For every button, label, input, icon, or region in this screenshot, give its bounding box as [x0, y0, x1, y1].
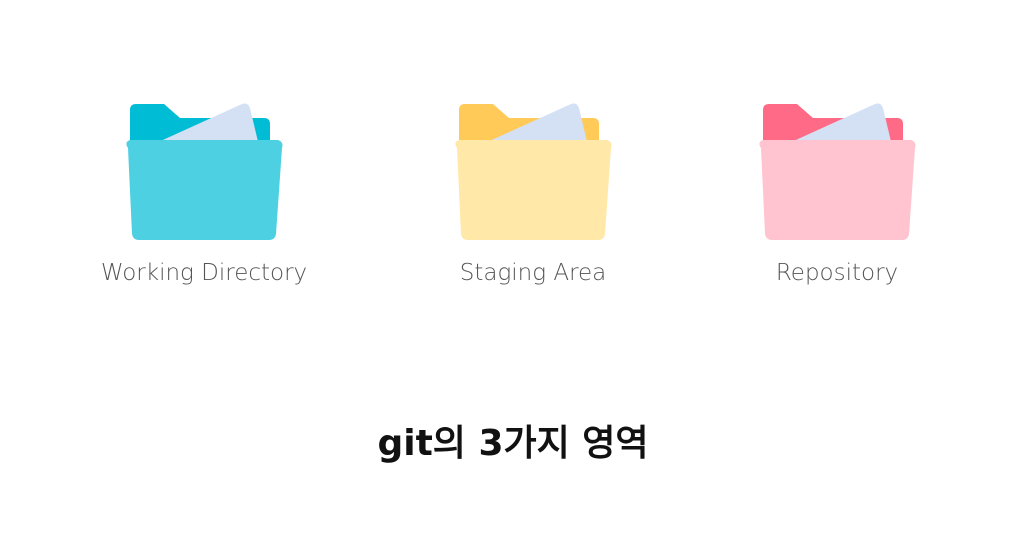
- folder-front: [126, 140, 283, 240]
- folder-label: Staging Area: [459, 260, 607, 286]
- folder-paper: [483, 103, 589, 150]
- repository-item: Repository: [717, 100, 957, 286]
- folder-icon: [126, 103, 283, 240]
- folder-paper: [787, 103, 893, 150]
- folder-paper: [154, 103, 260, 150]
- working-directory-item: Working Directory: [84, 100, 324, 286]
- folder-icon: [759, 103, 916, 240]
- folder-front: [759, 140, 916, 240]
- diagram-caption: git의 3가지 영역: [377, 423, 649, 464]
- staging-area-item: Staging Area: [413, 100, 653, 286]
- folder-label: Working Directory: [100, 260, 308, 286]
- folder-label: Repository: [775, 260, 899, 286]
- folder-icon: [455, 103, 612, 240]
- folder-front: [455, 140, 612, 240]
